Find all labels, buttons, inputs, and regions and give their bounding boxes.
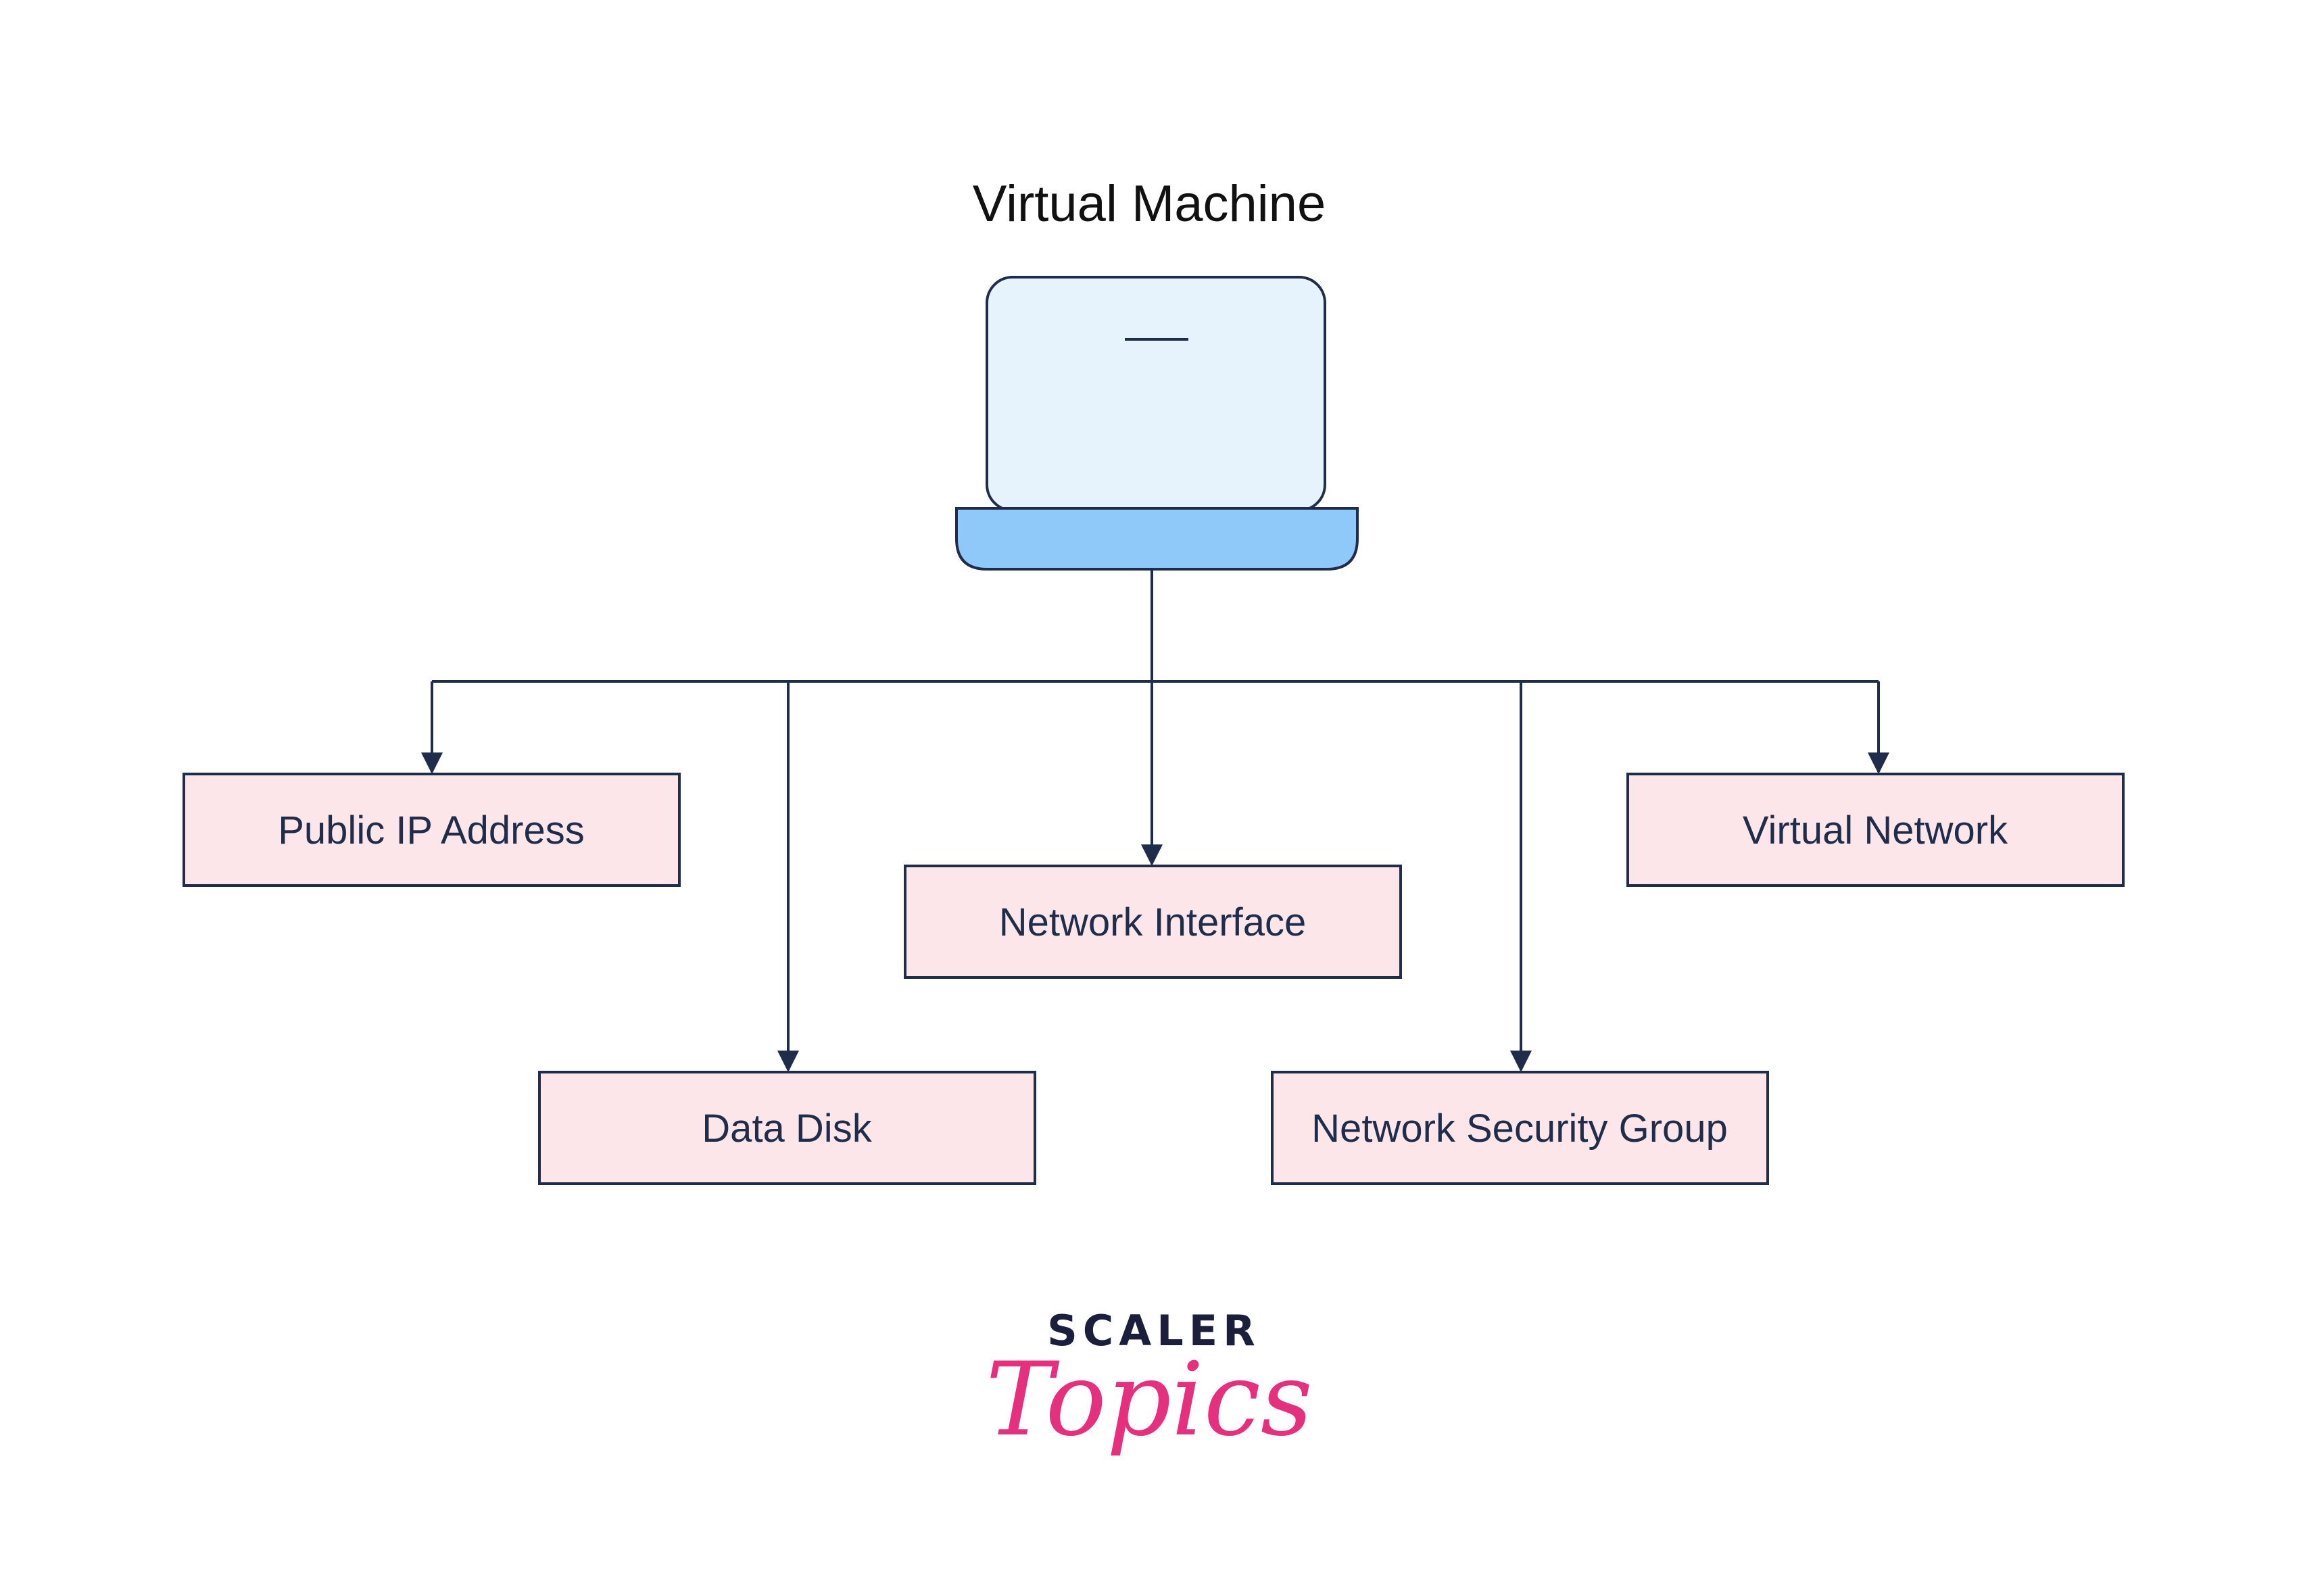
node-box xyxy=(538,1071,1036,1185)
node-box xyxy=(904,865,1402,979)
node-data-disk: Data Disk xyxy=(538,1071,1036,1185)
node-label: Network Interface xyxy=(999,900,1307,944)
connectors xyxy=(421,569,1889,1073)
node-network-security-group: Network Security Group xyxy=(1271,1071,1769,1185)
node-network-interface: Network Interface xyxy=(904,865,1402,979)
brand-topics-text: Topics xyxy=(986,1341,1313,1459)
scaler-topics-logo: SCALER Topics xyxy=(986,1306,1313,1459)
node-virtual-network: Virtual Network xyxy=(1626,773,2125,887)
node-label: Data Disk xyxy=(702,1107,872,1151)
laptop-base xyxy=(955,507,1359,571)
node-public-ip: Public IP Address xyxy=(183,773,681,887)
laptop-icon xyxy=(955,276,1359,571)
node-label: Virtual Network xyxy=(1743,808,2008,852)
node-box xyxy=(1626,773,2125,887)
node-label: Public IP Address xyxy=(278,808,585,852)
node-box xyxy=(1271,1071,1769,1185)
node-label: Network Security Group xyxy=(1311,1107,1728,1151)
diagram-title: Virtual Machine xyxy=(973,175,1326,233)
node-box xyxy=(183,773,681,887)
brand-scaler-text: SCALER xyxy=(1047,1306,1261,1355)
laptop-screen xyxy=(986,276,1326,512)
